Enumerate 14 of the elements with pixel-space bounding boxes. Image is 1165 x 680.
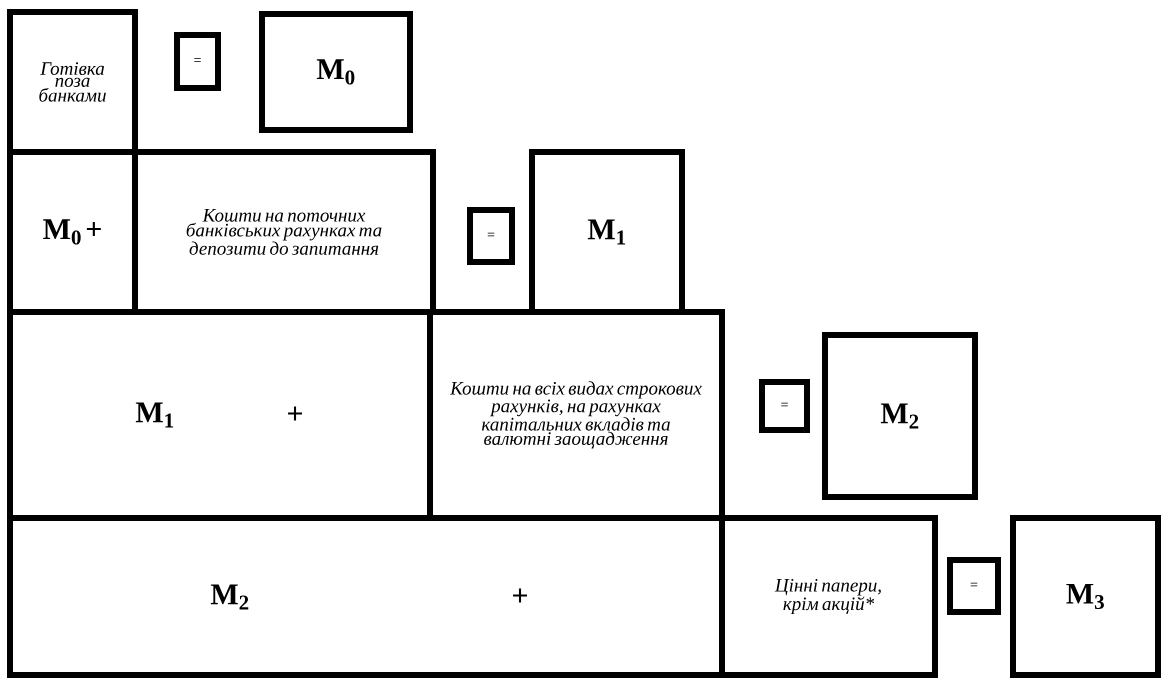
aggregate-box: M$_{2}$ + (7, 515, 725, 678)
aggregate-box: M$_{3}$ (1010, 515, 1161, 678)
equals-box: = (947, 557, 1001, 615)
text-box: Кошти на поточних банківських рахунках та депозити до запитання (132, 149, 436, 315)
text-box: Готівка поза банками (7, 9, 138, 155)
aggregate-box: M$_{0}$ (259, 11, 413, 133)
aggregate-box: M$_{2}$ (822, 332, 978, 500)
equals-box: = (174, 32, 221, 91)
aggregate-box: M$_{1}$ + (7, 309, 433, 521)
equals-box: = (759, 379, 810, 433)
text-box: Цінні папери, крім акцій* (719, 515, 938, 678)
text-box: Кошти на всіх видах строкових рахунків, на рахунках капітальних вкладів та валютні заощадження (427, 309, 725, 521)
aggregate-box: M$_{1}$ (529, 149, 685, 315)
equals-box: = (467, 207, 515, 265)
